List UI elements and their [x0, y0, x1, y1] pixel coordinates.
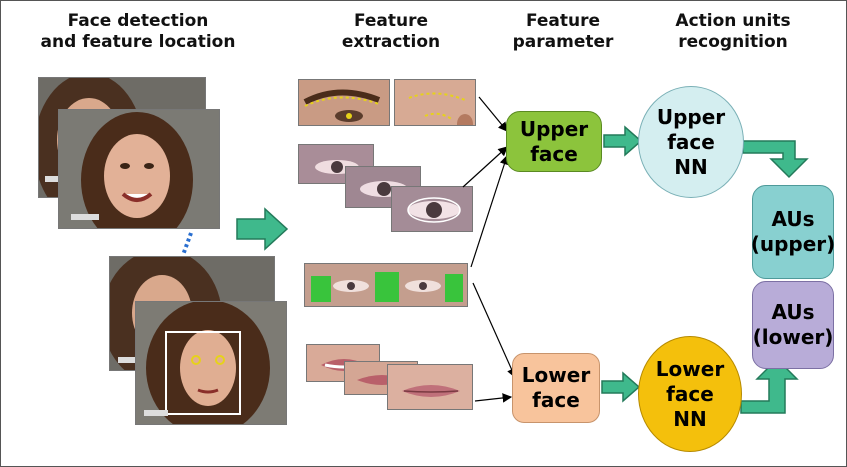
eye-closeup-icon: [407, 197, 461, 223]
node-aus-upper: AUs (upper): [751, 185, 835, 279]
connector-arrow: [472, 282, 516, 379]
dotted-link: [181, 232, 193, 256]
feature-mask-icon: [311, 272, 463, 302]
eye-closeup-icon: [408, 92, 473, 125]
node-lower-face: Lower face: [512, 353, 600, 423]
face-photo-icon: [144, 302, 270, 424]
node-aus-lower: AUs (lower): [752, 281, 834, 369]
mouth-closeup-icon: [402, 385, 460, 397]
connector-arrow: [474, 393, 513, 403]
face-photo-icon: [71, 112, 193, 228]
node-lower-face-nn: Lower face NN: [638, 336, 742, 452]
face-photo-front-bottom: [135, 301, 287, 425]
face-photo-front-top: [58, 109, 220, 229]
block-arrow-upper: [603, 125, 643, 157]
header-action-units-recognition: Action units recognition: [675, 11, 791, 52]
block-arrow-main: [236, 207, 289, 251]
node-upper-face-nn: Upper face NN: [638, 86, 744, 198]
block-arrow-lower: [601, 371, 641, 403]
connector-arrow: [478, 96, 508, 132]
eyes-mask-strip: [304, 263, 468, 307]
header-feature-parameter: Feature parameter: [512, 11, 614, 52]
mouth-thumb-3: [387, 364, 473, 410]
connector-arrow: [462, 146, 508, 188]
header-feature-extraction: Feature extraction: [341, 11, 441, 52]
elbow-arrow-lower: [740, 357, 799, 414]
brow-thumb-1: [298, 79, 390, 126]
elbow-arrow-upper: [742, 140, 809, 179]
eye-thumb-3: [391, 186, 473, 232]
connector-arrow: [470, 154, 509, 268]
eye-closeup-icon: [303, 89, 381, 122]
brow-thumb-2: [394, 79, 476, 126]
node-upper-face: Upper face: [506, 111, 602, 172]
header-face-detection: Face detection and feature location: [40, 11, 236, 52]
